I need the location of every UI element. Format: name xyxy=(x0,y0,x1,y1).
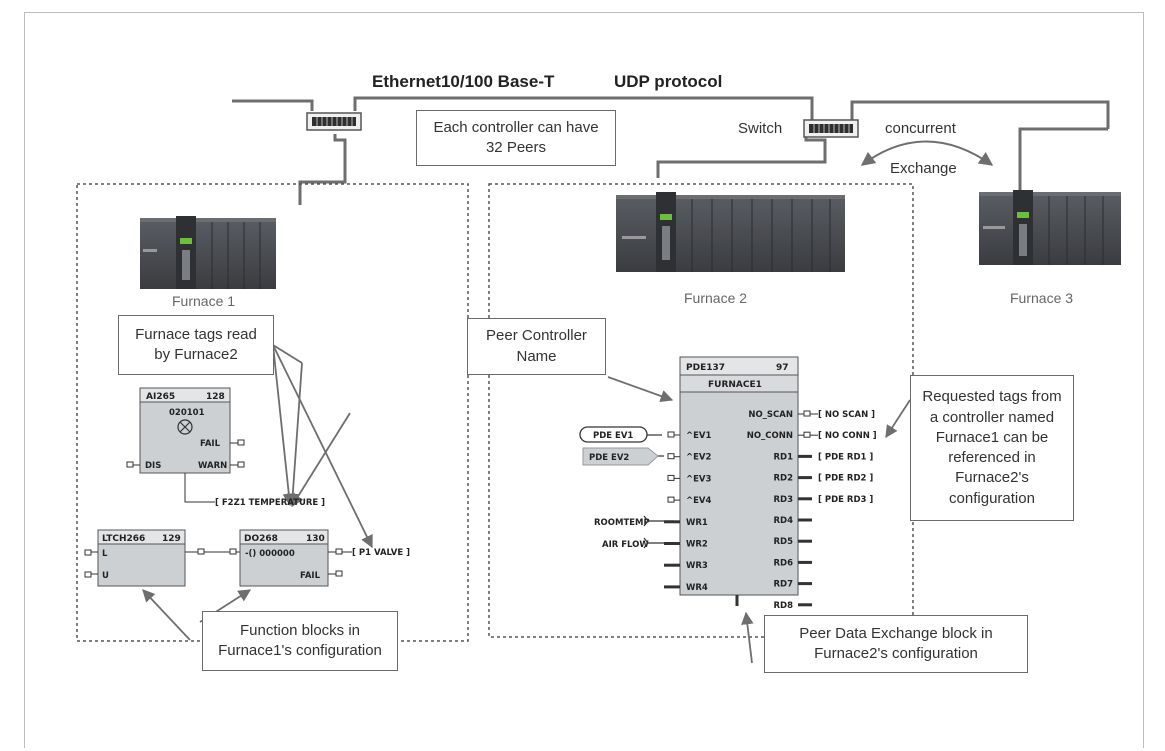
ai265-block[interactable]: AI265 128 020101 FAIL DIS WARN xyxy=(126,387,245,474)
exchange-label: Exchange xyxy=(890,160,957,177)
ai265-input-wire xyxy=(184,473,215,503)
pde-right-pin-label: RD2 xyxy=(773,474,793,484)
do268-fail-pin: FAIL xyxy=(300,571,321,581)
roomtemp-label: ROOMTEMP xyxy=(594,518,650,528)
protocol-label: UDP protocol xyxy=(614,72,723,91)
switch-2 xyxy=(803,119,859,138)
airflow-input[interactable]: AIR FLOW xyxy=(602,537,674,550)
requested-tags-callout: Requested tags from a controller named F… xyxy=(910,375,1074,521)
pde-left-port xyxy=(667,496,675,503)
f2z1-temperature-tag: [ F2Z1 TEMPERATURE ] xyxy=(215,498,325,508)
pde-left-pin-label: WR4 xyxy=(686,583,708,593)
do268-name: DO268 xyxy=(244,534,278,544)
roomtemp-input[interactable]: ROOMTEMP xyxy=(594,515,674,528)
ltch266-block[interactable]: LTCH266 129 L U xyxy=(84,529,186,587)
figure-frame xyxy=(24,12,1144,748)
pde-right-pin-label: RD5 xyxy=(773,537,793,547)
ltch266-l-pin: L xyxy=(102,549,108,559)
pde-left-pin-label: WR3 xyxy=(686,561,708,571)
pde-left-pin-label: ^EV3 xyxy=(686,474,712,484)
ai265-name: AI265 xyxy=(146,392,175,402)
pde-ev1-label: PDE EV1 xyxy=(593,431,633,441)
pde-right-pin-label: RD3 xyxy=(773,495,793,505)
do268-state: -() 000000 xyxy=(245,549,295,559)
p1-valve-tag: [ P1 VALVE ] xyxy=(352,548,410,558)
pde137-number: 97 xyxy=(776,363,789,373)
ai265-address: 020101 xyxy=(169,408,205,418)
furnace-1-label: Furnace 1 xyxy=(172,293,236,309)
pde-right-tag: [ NO CONN ] xyxy=(818,431,877,441)
switch-label: Switch xyxy=(738,120,783,137)
pde-ev1-input[interactable]: PDE EV1 xyxy=(579,426,662,443)
ltch266-number: 129 xyxy=(162,534,181,544)
ai265-dis-pin: DIS xyxy=(145,461,161,471)
pde137-name: PDE137 xyxy=(686,363,725,373)
ltch-to-do-wire xyxy=(185,548,240,555)
controller-furnace3 xyxy=(979,190,1121,265)
ai265-number: 128 xyxy=(206,392,225,402)
pde-right-tag: [ PDE RD3 ] xyxy=(818,495,873,505)
pde-left-pin-label: ^EV4 xyxy=(686,496,712,506)
pde-right-pin-label: NO_CONN xyxy=(747,431,793,441)
furnace1-config-boundary xyxy=(76,183,469,642)
peers-note-callout: Each controller can have 32 Peers xyxy=(416,110,616,166)
exchange-arrow xyxy=(860,140,994,166)
furnace-tags-callout: Furnace tags read by Furnace2 xyxy=(118,315,274,375)
concurrent-label: concurrent xyxy=(885,120,956,137)
sensor-icon xyxy=(177,419,193,435)
pde-left-pin-label: ^EV2 xyxy=(686,453,712,463)
pde-left-pin-label: ^EV1 xyxy=(686,431,712,441)
pde-left-pin-label: WR1 xyxy=(686,518,708,528)
function-blocks-callout: Function blocks in Furnace1's configurat… xyxy=(202,611,398,671)
airflow-label: AIR FLOW xyxy=(602,540,649,550)
pde-right-tag: [ PDE RD1 ] xyxy=(818,452,873,462)
ethernet-lines xyxy=(232,96,1110,205)
pde137-controller-name: FURNACE1 xyxy=(708,380,762,390)
pde-right-pin-label: NO_SCAN xyxy=(748,410,793,420)
pde-left-port xyxy=(667,453,675,460)
pde-right-pin-label: RD7 xyxy=(773,580,793,590)
furnace-2-label: Furnace 2 xyxy=(684,290,748,306)
ltch266-name: LTCH266 xyxy=(102,534,145,544)
furnace-3-label: Furnace 3 xyxy=(1010,290,1074,306)
pde-block-callout: Peer Data Exchange block in Furnace2's c… xyxy=(764,615,1028,673)
pde-right-port xyxy=(803,431,811,438)
ethernet-label: Ethernet10/100 Base-T xyxy=(372,72,555,91)
switch-1 xyxy=(306,112,362,131)
pde-right-tag: [ PDE RD2 ] xyxy=(818,474,873,484)
pde-right-pin-label: RD6 xyxy=(773,558,793,568)
do268-block[interactable]: DO268 130 -() 000000 FAIL xyxy=(239,529,352,587)
ai265-warn-pin: WARN xyxy=(198,461,227,471)
pde-right-pin-label: RD4 xyxy=(773,516,793,526)
pde-left-port xyxy=(667,431,675,438)
ltch266-u-pin: U xyxy=(102,571,109,581)
pde137-block[interactable]: PDE137 97 FURNACE1 xyxy=(679,356,799,606)
pde-right-pin-label: RD8 xyxy=(773,601,793,611)
controller-furnace2 xyxy=(616,192,845,272)
controller-furnace1 xyxy=(140,216,276,289)
do268-number: 130 xyxy=(306,534,325,544)
peer-controller-callout: Peer Controller Name xyxy=(467,318,606,375)
pde-left-pin-label: WR2 xyxy=(686,540,708,550)
pde-ev2-input[interactable]: PDE EV2 xyxy=(582,447,664,466)
ai265-fail-pin: FAIL xyxy=(200,439,221,449)
pde-right-pin-label: RD1 xyxy=(773,452,793,462)
pde-right-tag: [ NO SCAN ] xyxy=(818,410,875,420)
pde-left-port xyxy=(667,474,675,481)
pde-ev2-label: PDE EV2 xyxy=(589,453,629,463)
pde-right-port xyxy=(803,410,811,417)
